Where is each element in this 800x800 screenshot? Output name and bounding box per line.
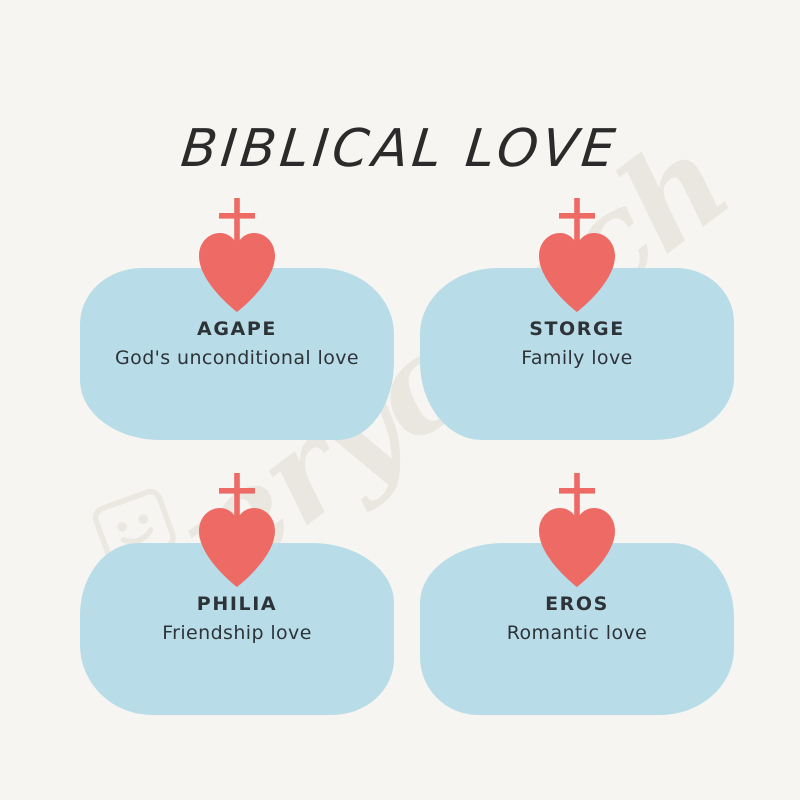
love-card-eros: EROS Romantic love xyxy=(412,465,742,715)
card-title: AGAPE xyxy=(197,318,277,340)
card-text: EROS Romantic love xyxy=(412,593,742,647)
heart-with-cross-icon xyxy=(199,198,275,312)
card-text: AGAPE God's unconditional love xyxy=(72,318,402,372)
cards-grid: AGAPE God's unconditional love STORGE Fa… xyxy=(0,190,800,730)
page-title: BIBLICAL LOVE xyxy=(178,118,622,179)
heart-with-cross-icon xyxy=(539,198,615,312)
card-title: EROS xyxy=(545,593,609,615)
love-card-agape: AGAPE God's unconditional love xyxy=(72,190,402,440)
card-title: PHILIA xyxy=(196,593,278,615)
card-text: STORGE Family love xyxy=(412,318,742,372)
card-title: STORGE xyxy=(529,318,625,340)
love-card-storge: STORGE Family love xyxy=(412,190,742,440)
love-card-philia: PHILIA Friendship love xyxy=(72,465,402,715)
heart-with-cross-icon xyxy=(199,473,275,587)
card-description: Family love xyxy=(521,346,633,369)
card-description: God's unconditional love xyxy=(115,346,359,369)
card-description: Friendship love xyxy=(162,621,312,644)
card-text: PHILIA Friendship love xyxy=(72,593,402,647)
card-description: Romantic love xyxy=(506,621,648,644)
heart-with-cross-icon xyxy=(539,473,615,587)
